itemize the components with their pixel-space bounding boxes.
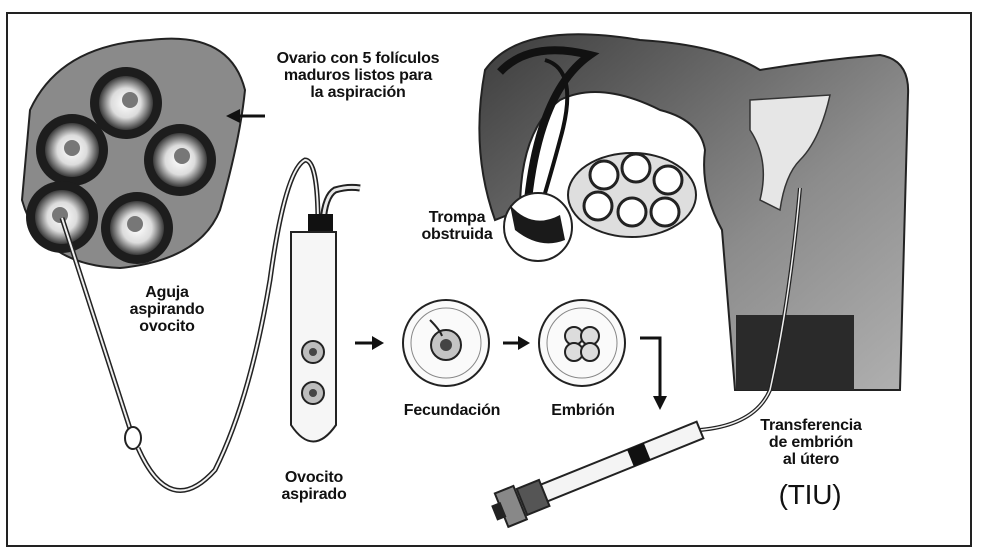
aspirated-oocyte-cell (302, 382, 324, 404)
follicle-2 (36, 114, 108, 186)
arrow-right-icon (355, 336, 384, 350)
arrow-down-icon (640, 338, 667, 410)
follicle-1 (90, 67, 162, 139)
blocked-tube-circle (504, 193, 572, 261)
embryo-label: Embrión (535, 403, 631, 420)
aspirated-oocyte-label: Ovocito aspirado (262, 470, 366, 504)
ovary (22, 39, 245, 268)
oocyte-cluster (568, 153, 696, 237)
fertilization-label: Fecundación (388, 403, 516, 420)
test-tube (291, 214, 336, 442)
follicle-3 (144, 124, 216, 196)
transfer-label: Transferencia de embrión al útero (736, 418, 886, 468)
needle-label: Aguja aspirando ovocito (112, 285, 222, 335)
aspirated-oocyte-cell (302, 341, 324, 363)
embryo-cell (539, 300, 625, 386)
blocked-tube-label: Trompa obstruida (402, 210, 512, 244)
fertilized-oocyte (403, 300, 489, 386)
arrow-right-icon (503, 336, 530, 350)
ovary-label: Ovario con 5 folículos maduros listos pa… (248, 51, 468, 101)
follicle-5 (101, 192, 173, 264)
tiu-label: (TIU) (760, 480, 860, 509)
follicle-4 (26, 181, 98, 253)
